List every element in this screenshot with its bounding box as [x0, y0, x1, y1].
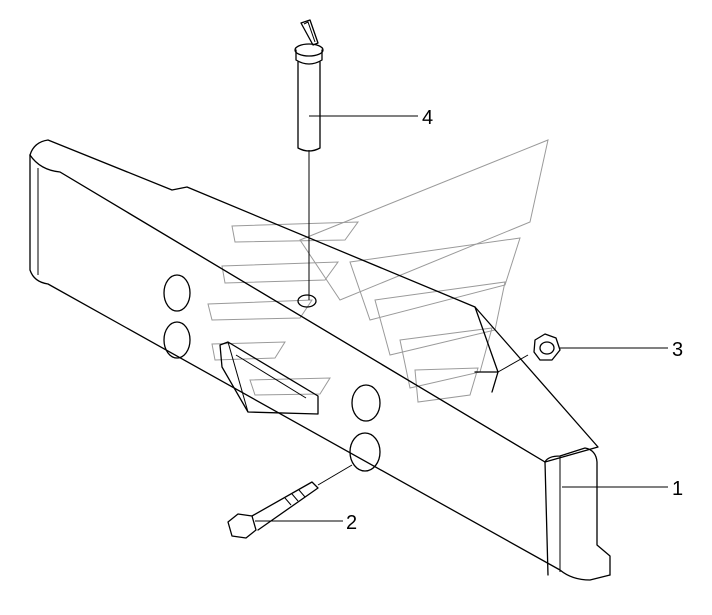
callout-label-4: 4: [422, 107, 433, 129]
callout-label-1: 1: [672, 478, 683, 500]
callout-label-3: 3: [672, 339, 683, 361]
bolt-part-2: [227, 464, 353, 539]
leader-lines: [255, 115, 668, 522]
nut-part-3: [497, 333, 561, 373]
pin-part-4: [294, 19, 324, 300]
callout-label-2: 2: [346, 512, 357, 534]
counterweight-body: [29, 139, 611, 581]
